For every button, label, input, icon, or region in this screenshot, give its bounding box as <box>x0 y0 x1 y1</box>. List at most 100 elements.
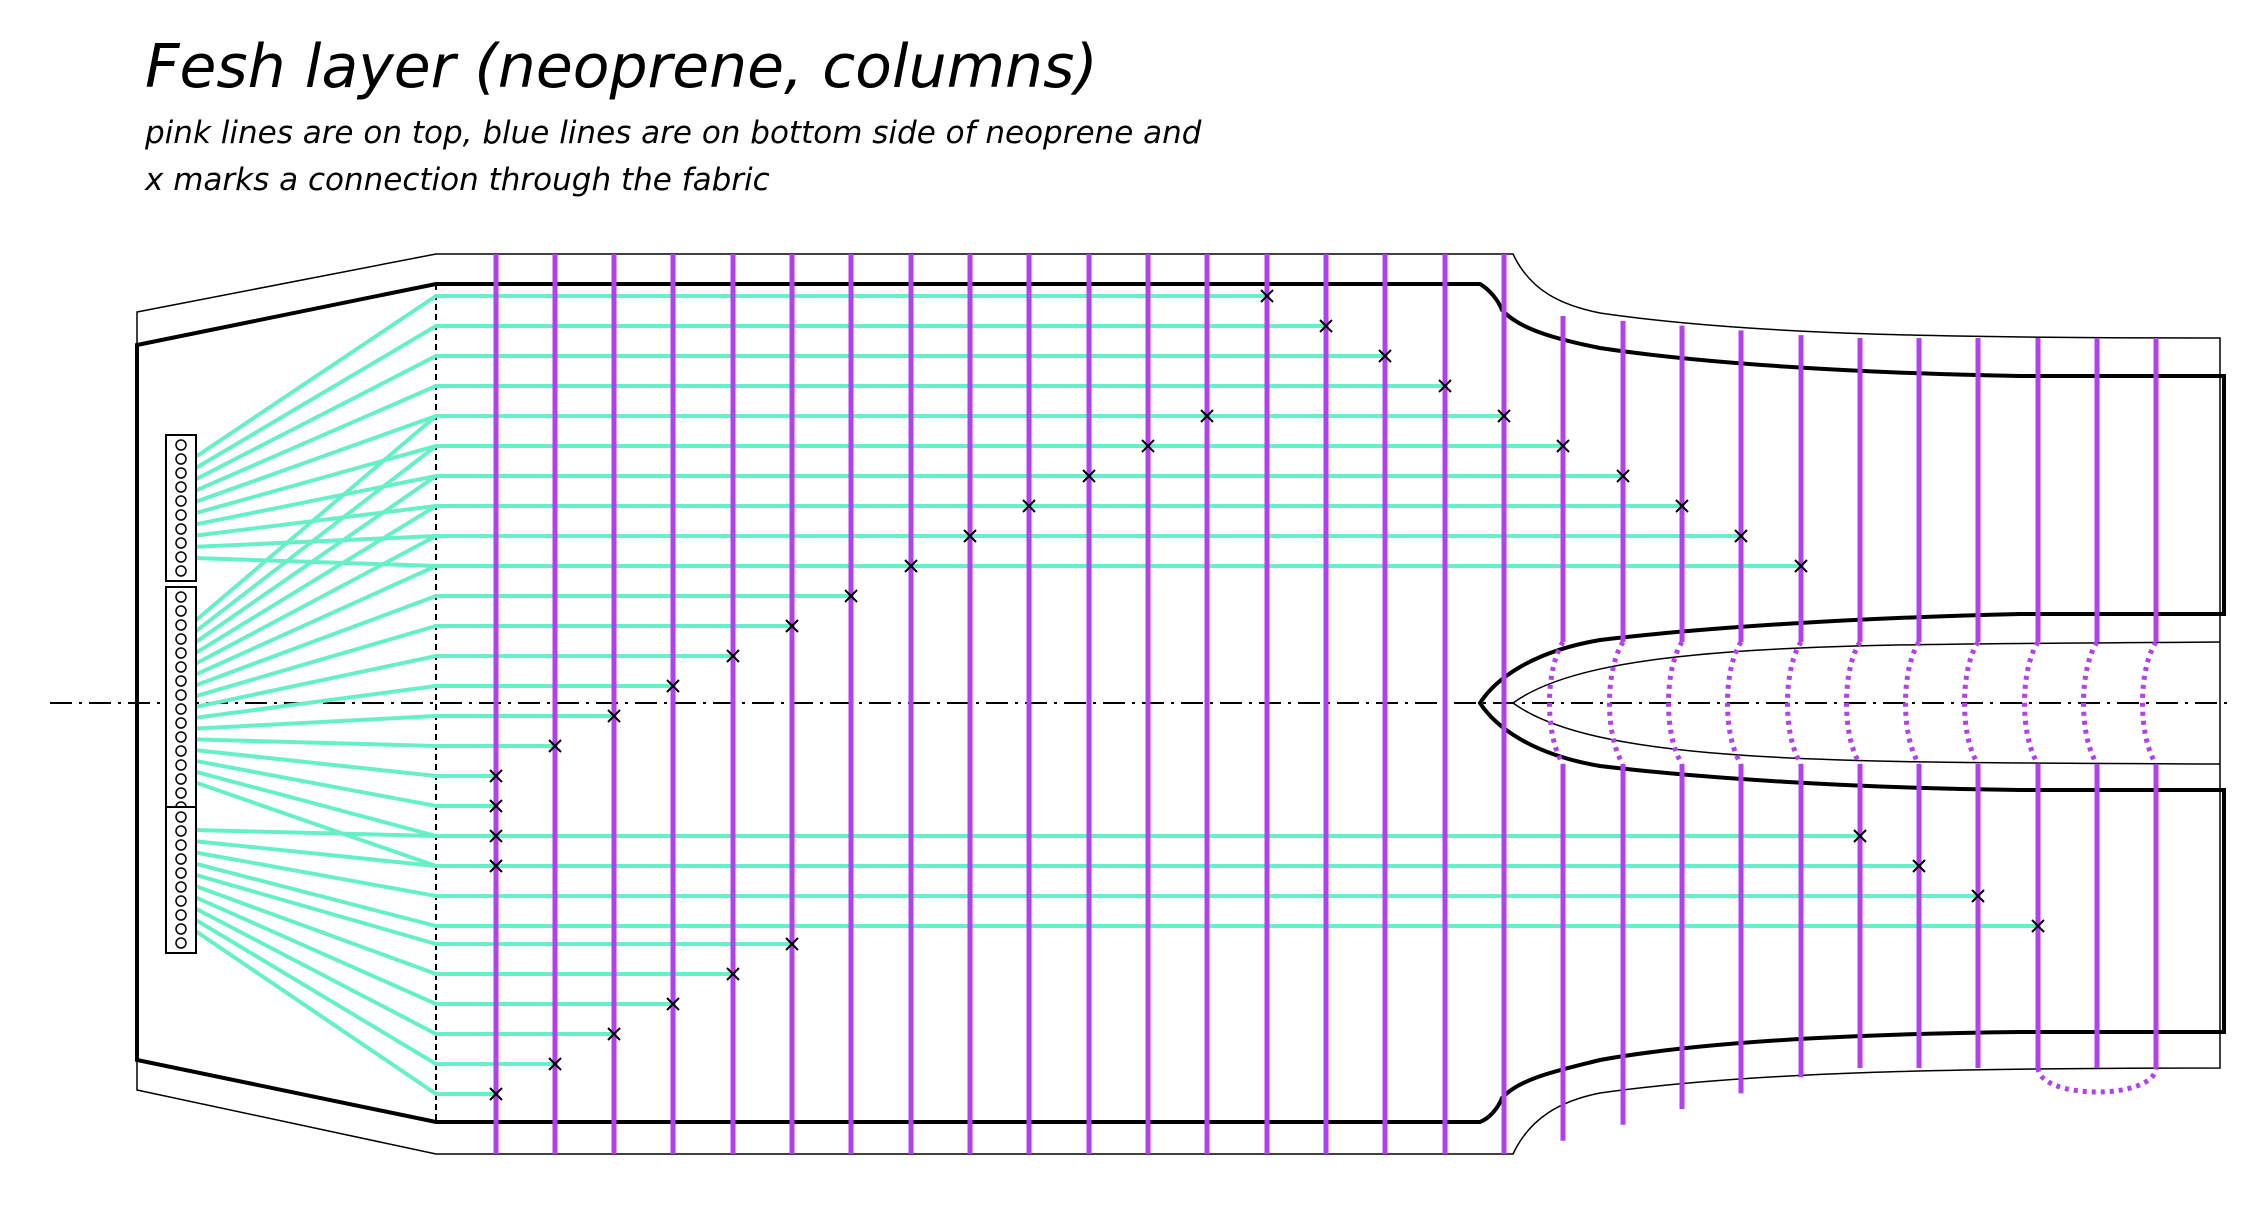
connection-x-marker <box>1319 319 1333 333</box>
bottom-connector-trace <box>192 917 555 1066</box>
top-column-dotted-crossing <box>2081 640 2100 766</box>
top-connector-trace <box>193 354 1385 483</box>
connection-x-marker <box>607 709 621 723</box>
connection-x-marker <box>1082 469 1096 483</box>
connection-x-marker <box>1794 559 1808 573</box>
bottom-connector-trace <box>192 928 496 1096</box>
connector-hole <box>175 881 187 893</box>
connection-x-marker <box>1438 379 1452 393</box>
connector-hole <box>175 745 187 757</box>
garment-outline <box>135 282 2226 1124</box>
connector-hole <box>175 773 187 785</box>
connector-hole <box>175 853 187 865</box>
top-column-dotted-crossing <box>1607 640 1626 766</box>
bottom-lines <box>192 294 2038 1096</box>
connection-x-marker <box>548 739 562 753</box>
connection-x-marker <box>489 1087 503 1101</box>
connector-hole <box>175 591 187 603</box>
middle-connector-trace <box>193 534 970 667</box>
connection-x-marker <box>489 769 503 783</box>
connection-x-marker <box>548 1057 562 1071</box>
middle-connector-trace <box>193 758 496 808</box>
connector-hole <box>175 675 187 687</box>
middle-connector-trace <box>193 564 911 678</box>
connection-x-marker <box>489 799 503 813</box>
middle-connector-trace <box>193 748 496 778</box>
connector-blocks <box>165 434 197 954</box>
connection-x-marker <box>1734 529 1748 543</box>
bottom-connector-trace <box>193 850 1978 898</box>
connector-hole <box>175 839 187 851</box>
connector-hole <box>175 689 187 701</box>
connection-x-marker <box>1378 349 1392 363</box>
connection-x-marker <box>1675 499 1689 513</box>
connection-x-marker <box>489 829 503 843</box>
connection-x-marker <box>726 967 740 981</box>
middle-connector-trace <box>193 654 733 710</box>
middle-connector-trace <box>193 780 496 868</box>
connection-x-marker <box>726 649 740 663</box>
connection-x-marker <box>1260 289 1274 303</box>
seam-allowance-outline <box>136 253 2221 1155</box>
connector-hole <box>175 895 187 907</box>
connection-x-marker <box>1912 859 1926 873</box>
main-outline <box>135 282 2226 1124</box>
bottom-connector-trace <box>193 894 673 1006</box>
top-connector-trace <box>193 504 1682 538</box>
connection-x-marker <box>666 997 680 1011</box>
middle-connector-trace <box>193 769 496 838</box>
bottom-connector-trace <box>193 883 733 976</box>
connector-hole <box>175 619 187 631</box>
middle-connector-trace <box>193 594 851 688</box>
top-lines <box>493 254 2159 1154</box>
connection-x-marker <box>1853 829 1867 843</box>
top-column-dotted-crossing <box>1844 640 1863 766</box>
connector-hole <box>175 661 187 673</box>
top-column-dotted-crossing <box>1962 640 1981 766</box>
middle-connector-trace <box>193 684 673 720</box>
diagram-title: Fesh layer (neoprene, columns) <box>145 32 1098 102</box>
connector-hole <box>175 937 187 949</box>
connector-hole <box>175 923 187 935</box>
connector-hole <box>175 787 187 799</box>
connector-hole <box>175 509 187 521</box>
connector-hole <box>175 439 187 451</box>
connector-hole <box>175 481 187 493</box>
diagram-subtitle-line-1: pink lines are on top, blue lines are on… <box>145 115 1202 151</box>
connection-x-marker <box>1556 439 1570 453</box>
top-column-dotted-link <box>2035 1067 2159 1095</box>
connector-hole <box>175 605 187 617</box>
top-column-dotted-crossing <box>1666 640 1685 766</box>
middle-connector-trace <box>193 714 614 731</box>
connector-hole <box>175 867 187 879</box>
connection-x-marker <box>489 859 503 873</box>
connector-hole <box>175 731 187 743</box>
connector-hole <box>175 467 187 479</box>
connector-hole <box>175 523 187 535</box>
connector-hole <box>175 495 187 507</box>
inner-fork-outline <box>1512 641 2221 765</box>
diagram-subtitle-line-2: x marks a connection through the fabric <box>145 162 770 198</box>
bottom-connector-trace <box>193 839 1919 868</box>
connector-hole <box>175 537 187 549</box>
connector-hole <box>175 811 187 823</box>
connector-hole <box>175 453 187 465</box>
connection-x-marker <box>1971 889 1985 903</box>
middle-connector-trace <box>192 504 1029 656</box>
top-column-dotted-crossing <box>2140 640 2159 766</box>
connection-x-marker <box>1022 499 1036 513</box>
middle-connector-trace <box>192 414 1207 624</box>
connection-x-marker <box>607 1027 621 1041</box>
top-column-dotted-crossing <box>1547 640 1566 766</box>
middle-connector-trace <box>192 474 1089 645</box>
connection-x-marker <box>1616 469 1630 483</box>
connection-x-marker <box>1497 409 1511 423</box>
top-column-dotted-crossing <box>1785 640 1804 766</box>
connector-hole <box>175 551 187 563</box>
connector-hole <box>175 565 187 577</box>
top-column-dotted-crossing <box>2022 640 2041 766</box>
connection-x-marker <box>844 589 858 603</box>
connection-markers <box>489 289 2045 1101</box>
connector-hole <box>175 717 187 729</box>
